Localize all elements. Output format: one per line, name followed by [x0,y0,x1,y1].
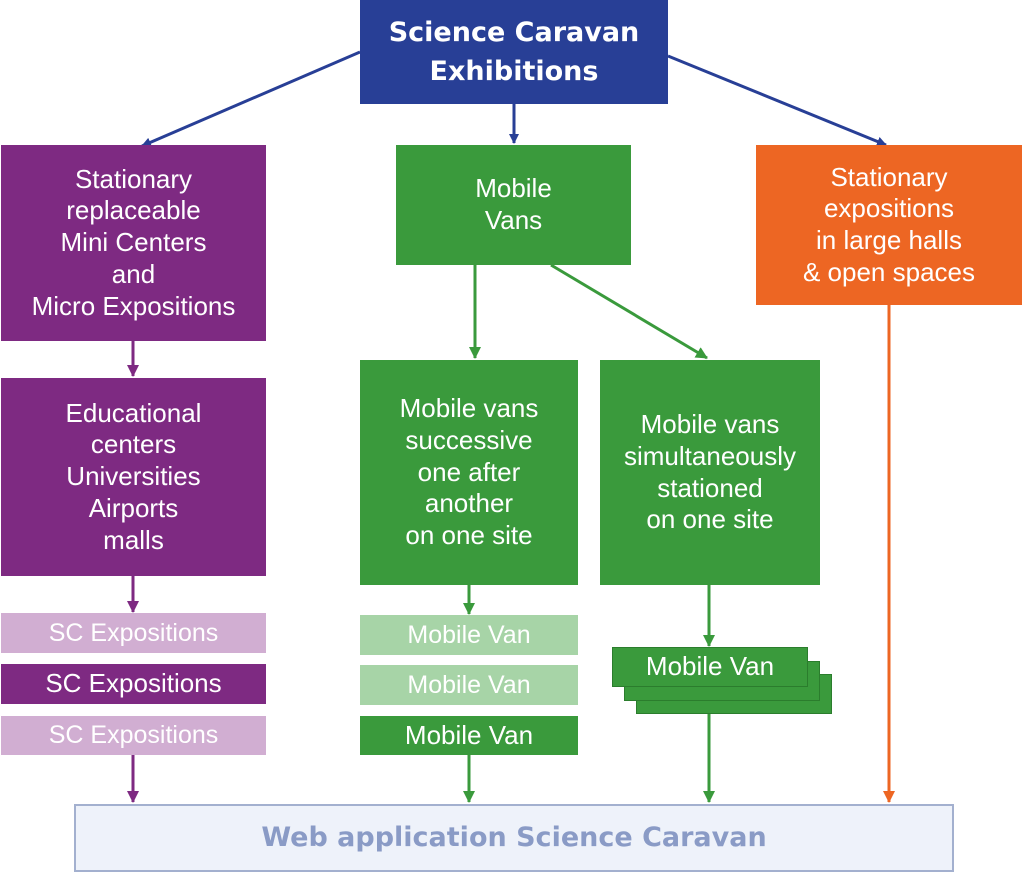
arrow-top-to-right [667,54,887,147]
simultaneous-vans-box: Mobile vans simultaneously stationed on … [600,360,820,585]
successive-vans-box: Mobile vans successive one after another… [360,360,578,585]
mobile-vans-box: Mobile Vans [396,145,631,265]
web-application-bar[interactable]: Web application Science Caravan [74,804,954,872]
mobile-van-item: Mobile Van [360,665,578,705]
sc-expositions-item: SC Expositions [1,613,266,653]
stationary-mini-centers-box: Stationary replaceable Mini Centers and … [1,145,266,341]
arrow-top-to-left [141,50,361,148]
science-caravan-exhibitions-box: Science Caravan Exhibitions [360,0,668,104]
mobile-van-item: Mobile Van [360,615,578,655]
venues-box: Educational centers Universities Airport… [1,378,266,576]
mobile-van-item: Mobile Van [360,716,578,755]
stacked-mobile-van: Mobile Van [612,647,808,687]
large-halls-box: Stationary expositions in large halls & … [756,145,1022,305]
sc-expositions-item: SC Expositions [1,664,266,704]
sc-expositions-item: SC Expositions [1,716,266,755]
arrow-vans-to-simultaneous [550,263,708,360]
